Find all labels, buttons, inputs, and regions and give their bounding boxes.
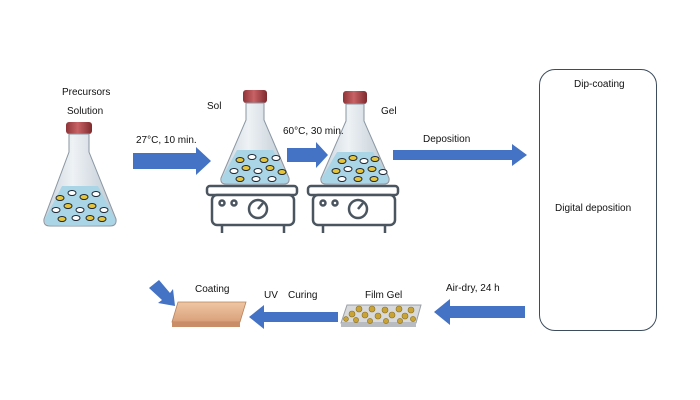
arrow-sol-to-gel bbox=[287, 142, 328, 168]
label-coating: Coating bbox=[195, 284, 230, 295]
label-curing: Curing bbox=[288, 290, 318, 301]
gel-flask bbox=[320, 91, 390, 185]
precursor-particles bbox=[51, 190, 109, 222]
precursor-flask bbox=[43, 122, 117, 227]
label-air-dry: Air-dry, 24 h bbox=[446, 283, 500, 294]
label-dip-coating: Dip-coating bbox=[574, 79, 625, 90]
arrow-coating bbox=[149, 280, 175, 306]
label-uv: UV bbox=[264, 290, 278, 301]
arrow-precursors-to-sol bbox=[133, 147, 211, 175]
label-digital-deposition: Digital deposition bbox=[555, 203, 632, 214]
flask-cap bbox=[343, 91, 367, 104]
deposition-methods-panel bbox=[539, 69, 657, 331]
flask-cap bbox=[243, 90, 267, 103]
label-solution: Solution bbox=[67, 106, 104, 117]
label-sol: Sol bbox=[207, 101, 222, 112]
sol-particles bbox=[229, 154, 287, 182]
label-film-gel: Film Gel bbox=[365, 290, 403, 301]
label-step2: 60°C, 30 min. bbox=[283, 126, 344, 137]
label-step1: 27°C, 10 min. bbox=[136, 135, 197, 146]
arrow-deposition bbox=[393, 144, 527, 166]
flask-cap bbox=[66, 122, 92, 134]
label-deposition: Deposition bbox=[423, 134, 471, 145]
film-gel-particles bbox=[343, 305, 416, 324]
arrows bbox=[133, 142, 527, 329]
label-precursors: Precursors bbox=[62, 87, 111, 98]
hot-plate-2 bbox=[306, 184, 400, 233]
coated-tile bbox=[171, 301, 247, 327]
sol-flask bbox=[220, 90, 290, 185]
arrow-air-dry bbox=[434, 299, 525, 325]
arrow-uv-curing bbox=[249, 305, 338, 329]
film-gel-tile bbox=[340, 304, 422, 327]
gel-particles bbox=[331, 155, 388, 182]
hot-plate-1 bbox=[205, 184, 299, 233]
label-gel: Gel bbox=[381, 106, 397, 117]
